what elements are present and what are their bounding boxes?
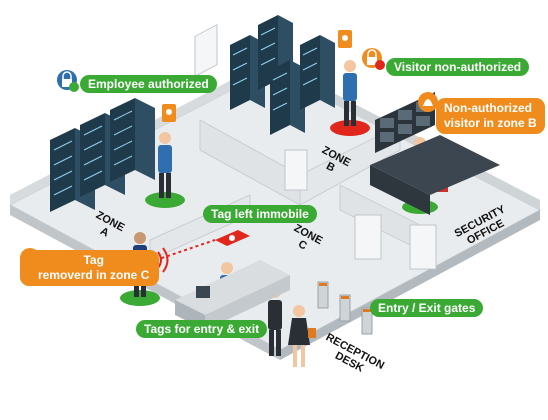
non-authorized-zone-b-label: Non-authorized visitor in zone B bbox=[436, 98, 545, 134]
person-zone-c-status-disc bbox=[120, 290, 160, 306]
glass-door-b bbox=[284, 149, 308, 191]
glass-door-reception bbox=[354, 214, 382, 260]
tag-removed-line1: Tag bbox=[83, 253, 104, 267]
server-racks-zone-b bbox=[230, 15, 335, 135]
glass-door-security bbox=[409, 224, 437, 270]
non-authorized-zone-b-line1: Non-authorized bbox=[444, 101, 532, 115]
businesswoman-figure bbox=[288, 305, 316, 367]
employee-authorized-label: Employee authorized bbox=[80, 75, 217, 93]
tag-removed-zone-c-label: Tag removerd in zone C bbox=[20, 250, 160, 286]
visitor-non-authorized-label: Visitor non-authorized bbox=[386, 58, 530, 76]
visitor-figure-zone-b bbox=[343, 60, 357, 126]
lock-check-icon bbox=[57, 70, 79, 92]
visitor-zone-b-status-disc bbox=[330, 120, 370, 136]
employee-status-disc bbox=[145, 192, 185, 208]
visitor-badge-tag bbox=[338, 30, 352, 48]
employee-figure bbox=[158, 132, 172, 198]
tag-left-immobile-label: Tag left immobile bbox=[203, 205, 317, 223]
entry-exit-gates-label: Entry / Exit gates bbox=[370, 299, 484, 317]
lock-cross-icon bbox=[362, 48, 385, 70]
employee-badge-tag bbox=[162, 104, 176, 122]
non-authorized-zone-b-line2: visitor in zone B bbox=[444, 116, 537, 130]
tag-removed-line2: removerd in zone C bbox=[38, 268, 150, 282]
server-racks-zone-a bbox=[50, 98, 155, 212]
tag-on-floor bbox=[215, 230, 250, 246]
front-edge-right bbox=[280, 210, 540, 360]
alarm-bell-icon-zone-b bbox=[418, 92, 438, 112]
tags-entry-exit-label: Tags for entry & exit bbox=[136, 320, 268, 338]
glass-door-a bbox=[194, 23, 218, 78]
entry-gates bbox=[317, 281, 373, 335]
